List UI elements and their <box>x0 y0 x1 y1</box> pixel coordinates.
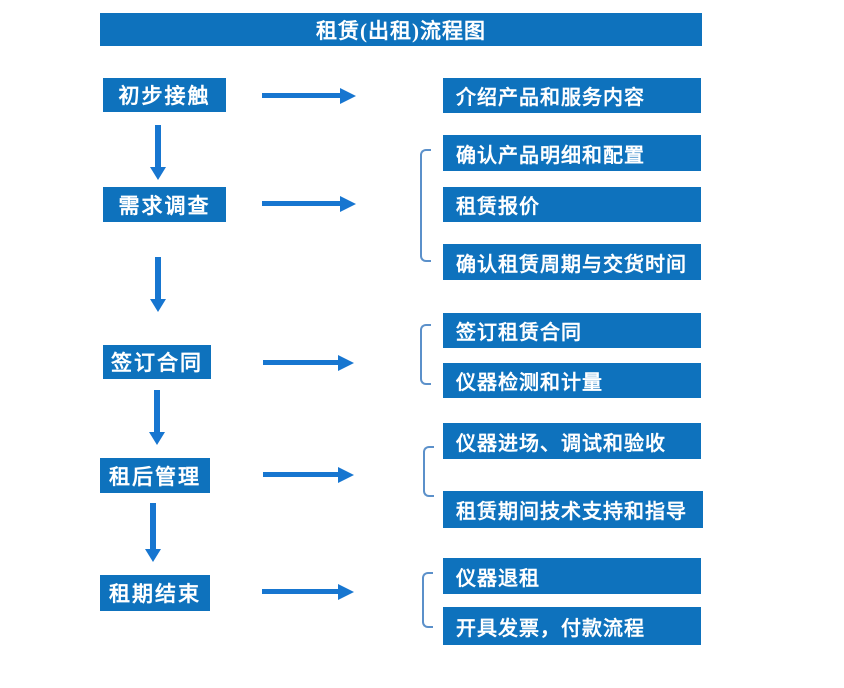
arrow-down-icon <box>155 125 161 167</box>
detail-box-instrument-testing: 仪器检测和计量 <box>443 363 701 398</box>
flowchart-title: 租赁(出租)流程图 <box>316 18 486 43</box>
detail-box-confirm-product-details: 确认产品明细和配置 <box>443 135 701 171</box>
stage-box-rental-end: 租期结束 <box>100 575 210 611</box>
flowchart-title-bar: 租赁(出租)流程图 <box>100 13 702 46</box>
detail-box-introduce-products: 介绍产品和服务内容 <box>443 78 701 113</box>
arrow-right-icon <box>262 93 340 98</box>
stage-box-sign-contract: 签订合同 <box>103 345 211 379</box>
bracket-icon <box>422 572 433 628</box>
detail-box-invoice-payment: 开具发票，付款流程 <box>443 607 701 645</box>
arrow-down-icon <box>155 257 161 299</box>
detail-box-confirm-rental-period: 确认租赁周期与交货时间 <box>443 244 701 280</box>
bracket-icon <box>420 149 431 262</box>
arrow-down-icon <box>154 390 160 432</box>
detail-box-rental-quote: 租赁报价 <box>443 187 701 222</box>
arrow-right-icon <box>263 472 338 477</box>
arrow-right-icon <box>263 360 338 365</box>
arrow-right-icon <box>262 589 338 594</box>
arrow-right-icon <box>262 201 340 206</box>
bracket-icon <box>420 324 431 385</box>
stage-box-post-rental-management: 租后管理 <box>100 458 210 493</box>
stage-box-initial-contact: 初步接触 <box>103 78 226 112</box>
detail-box-instrument-return: 仪器退租 <box>443 558 701 594</box>
bracket-icon <box>423 446 434 497</box>
detail-box-tech-support: 租赁期间技术支持和指导 <box>443 491 703 528</box>
stage-box-demand-survey: 需求调查 <box>103 187 226 222</box>
detail-box-instrument-setup-acceptance: 仪器进场、调试和验收 <box>443 423 701 459</box>
arrow-down-icon <box>150 503 156 549</box>
detail-box-sign-rental-contract: 签订租赁合同 <box>443 313 701 348</box>
